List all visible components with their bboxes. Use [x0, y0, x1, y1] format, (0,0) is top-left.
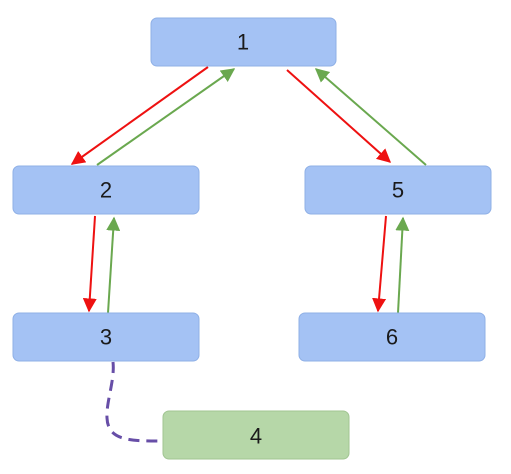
- node-3-box: [12, 312, 200, 362]
- edge-3-to-4-dashed: [105, 361, 164, 443]
- node-1-box: [150, 17, 337, 67]
- node-3-label: 3: [100, 325, 112, 350]
- node-3[interactable]: 3: [12, 312, 200, 362]
- node-5-label: 5: [392, 178, 404, 203]
- node-2-label: 2: [100, 178, 112, 203]
- edge-1-to-2: [70, 66, 209, 165]
- edge-5-to-6: [372, 215, 387, 313]
- node-1-label: 1: [237, 30, 249, 55]
- node-1[interactable]: 1: [150, 17, 337, 67]
- edges: [70, 66, 427, 443]
- node-2-box: [12, 165, 200, 215]
- node-4-box: [162, 410, 350, 460]
- node-4-label: 4: [250, 424, 262, 449]
- node-6-label: 6: [386, 325, 398, 350]
- edge-3-to-2: [106, 216, 121, 314]
- node-2[interactable]: 2: [12, 165, 200, 215]
- edge-6-to-5: [395, 216, 410, 314]
- node-6[interactable]: 6: [298, 312, 486, 362]
- node-5-box: [304, 165, 492, 215]
- node-6-box: [298, 312, 486, 362]
- edge-2-to-3: [82, 215, 97, 313]
- edge-2-to-1: [96, 68, 236, 166]
- node-5[interactable]: 5: [304, 165, 492, 215]
- edge-1-to-5: [286, 69, 392, 163]
- node-4[interactable]: 4: [162, 410, 350, 460]
- edge-5-to-1: [314, 68, 427, 166]
